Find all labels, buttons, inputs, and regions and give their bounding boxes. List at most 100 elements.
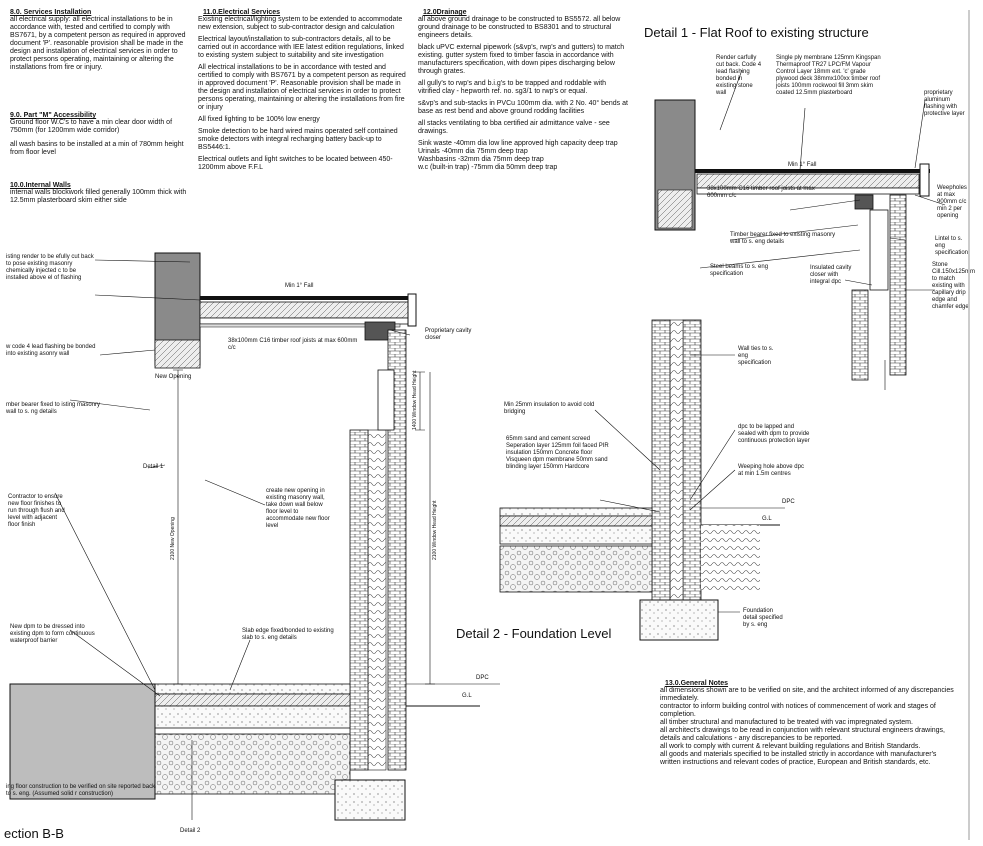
note-electrical-p5: Smoke detection to be hard wired mains o…: [198, 128, 398, 151]
leaders-main: [54, 259, 411, 820]
d1-fascia: [919, 163, 930, 197]
note-drainage: 12.0Drainage all above ground drainage t…: [418, 9, 630, 172]
floor-screed: [154, 683, 351, 695]
detail2-ref: Detail 2: [180, 828, 201, 834]
label-create-opening: create new opening in existing masonry w…: [266, 488, 330, 529]
cavity-insulation: [367, 429, 387, 771]
label-membrane-d1: Single ply membrane 125mm Kingspan Therm…: [776, 55, 881, 96]
note-partm-title: 9.0. Part "M" Accessibility: [10, 112, 97, 119]
note-drainage-p8: Washbasins -32mm dia 75mm deep trap: [418, 156, 544, 163]
detail2-group: [499, 319, 785, 641]
window-frame: [377, 369, 395, 431]
d2-outer-leaf: [682, 319, 702, 631]
label-weepholes: Weepholes at max 900mm c/c min 2 per ope…: [937, 185, 967, 219]
note-services-title: 8.0. Services Installation: [10, 9, 92, 16]
label-min-fall-main: Min 1° Fall: [285, 283, 314, 289]
detail1-ref: Detail 1: [143, 464, 164, 470]
note-walls: 10.0.Internal Walls internal walls block…: [10, 182, 190, 205]
label-existing-floor: ing floor construction to be verified on…: [6, 784, 156, 797]
detail1-title: Detail 1 - Flat Roof to existing structu…: [644, 25, 869, 40]
label-joists-main: 38x100mm C16 timber roof joists at max 6…: [228, 338, 358, 351]
d1-wall-insulation: [657, 189, 693, 229]
label-insulated-closer: Insulated cavity closer with integral dp…: [810, 265, 852, 285]
label-cavity-closer: Proprietary cavity closer: [425, 328, 472, 341]
label-dpc-lapped: dpc to be lapped and sealed with dpm to …: [738, 424, 810, 444]
note-drainage-p9: w.c (built-in trap) -75mm dia 50mm deep …: [418, 164, 558, 171]
d2-insulation: [499, 515, 653, 527]
fascia: [407, 293, 417, 327]
label-render-d1: Render carfully cut back. Code 4 lead fl…: [716, 55, 762, 96]
existing-ground: [9, 683, 156, 800]
d2-inner-leaf: [651, 319, 671, 631]
label-gl-main: G.L: [462, 693, 472, 699]
label-dpc-d2: DPC: [782, 499, 795, 505]
d1-inner-leaf: [851, 289, 869, 381]
d2-cavity: [669, 319, 684, 631]
note-electrical-p4: All fixed lighting to be 100% low energy: [198, 116, 320, 123]
d2-foundation: [639, 599, 719, 641]
note-electrical: 11.0.Electrical Services Existing electr…: [198, 9, 410, 176]
note-general-p6: all goods and materials specified to be …: [660, 751, 937, 766]
roof-plasterboard: [199, 323, 401, 328]
d2-ground-fill: [701, 525, 760, 590]
d1-outer-leaf: [889, 194, 907, 376]
note-walls-title: 10.0.Internal Walls: [10, 182, 71, 189]
d1-leaders: [699, 69, 946, 390]
note-electrical-p1: Existing electrical/lighting system to b…: [198, 16, 403, 31]
d1-roof-joist: [696, 187, 920, 195]
d2-screed: [499, 507, 653, 517]
section-bb-group: [9, 252, 500, 821]
label-window-height2: 2100 Window Head Height: [432, 500, 438, 560]
note-services: 8.0. Services Installation all electrica…: [10, 9, 190, 72]
note-electrical-title: 11.0.Electrical Services: [203, 9, 281, 16]
label-steel-beams: Steel beams to s. eng specification: [710, 264, 769, 277]
d2-leaders: [594, 354, 740, 613]
label-foundation: Foundation detail specified by s. eng: [743, 608, 783, 628]
label-wall-ties: Wall ties to s. eng specification: [738, 346, 774, 366]
label-slab-edge: Slab edge fixed/bonded to existing slab …: [242, 628, 334, 641]
note-drainage-p6: Sink waste -40mm dia low line approved h…: [418, 140, 618, 147]
d1-window: [869, 209, 889, 291]
note-general-p4: all architect's drawings to be read in c…: [660, 727, 945, 742]
label-window-height1: 1400 Window Head Height: [412, 370, 418, 430]
dim-window2: [425, 372, 435, 685]
note-electrical-p3: All electrical installations to be in ac…: [198, 64, 406, 111]
note-walls-body: internal walls blockwork filled generall…: [10, 189, 187, 204]
d2-slab: [499, 525, 653, 545]
detail1-group: [654, 69, 946, 390]
foundation-main: [334, 779, 406, 821]
note-general-p1: all dimensions shown are to be verified …: [660, 687, 954, 702]
existing-wall-insulation: [154, 339, 201, 369]
floor-insulation: [154, 693, 351, 707]
label-new-dpm: New dpm to be dressed into existing dpm …: [10, 624, 95, 644]
floor-hardcore: [154, 733, 351, 795]
note-drainage-p1: all above ground drainage to be construc…: [418, 16, 621, 39]
d2-hardcore: [499, 545, 653, 593]
label-gl-d2: G.L: [762, 516, 772, 522]
label-contractor: Contractor to ensure new floor finishes …: [8, 494, 65, 528]
roof-insulation: [199, 301, 411, 319]
label-lead-flashing: w code 4 lead flashing be bonded into ex…: [6, 344, 96, 357]
label-timber-bearer-d1: Timber bearer fixed to existing masonry …: [730, 232, 836, 245]
note-general-p5: all work to comply with current & releva…: [660, 743, 921, 750]
label-weeping-hole: Weeping hole above dpc at min 1.5m centr…: [738, 464, 804, 477]
note-partm: 9.0. Part "M" Accessibility Ground floor…: [10, 112, 190, 157]
note-partm-body1: Ground floor W.C's to have a min clear d…: [10, 119, 173, 134]
note-drainage-title: 12.0Drainage: [423, 9, 467, 16]
label-alu-flashing: proprietary aluminum flashing with prote…: [924, 90, 965, 117]
note-electrical-p2: Electrical layout/installation to sub-co…: [198, 36, 404, 59]
label-min-insulation: Min 25mm insulation to avoid cold bridgi…: [504, 402, 595, 415]
dim-window1: [415, 371, 425, 431]
label-render-existing: isting render to be efully cut back to p…: [6, 254, 94, 281]
floor-slab: [154, 705, 351, 729]
note-partm-body2: all wash basins to be installed at a min…: [10, 141, 184, 156]
label-stone-cill: Stone Cill.150x125mm to match existing w…: [932, 262, 976, 310]
note-drainage-p3: all gully's to rwp's and b.i.g's to be t…: [418, 80, 607, 95]
note-drainage-p7: Urinals -40mm dia 75mm deep trap: [418, 148, 528, 155]
detail2-title: Detail 2 - Foundation Level: [456, 626, 612, 641]
label-min-fall-d1: Min 1° Fall: [788, 162, 817, 168]
note-general: 13.0.General Notes all dimensions shown …: [660, 680, 956, 767]
label-dpc-main: DPC: [476, 675, 489, 681]
note-general-p3: all timber structural and manufactured t…: [660, 719, 913, 726]
